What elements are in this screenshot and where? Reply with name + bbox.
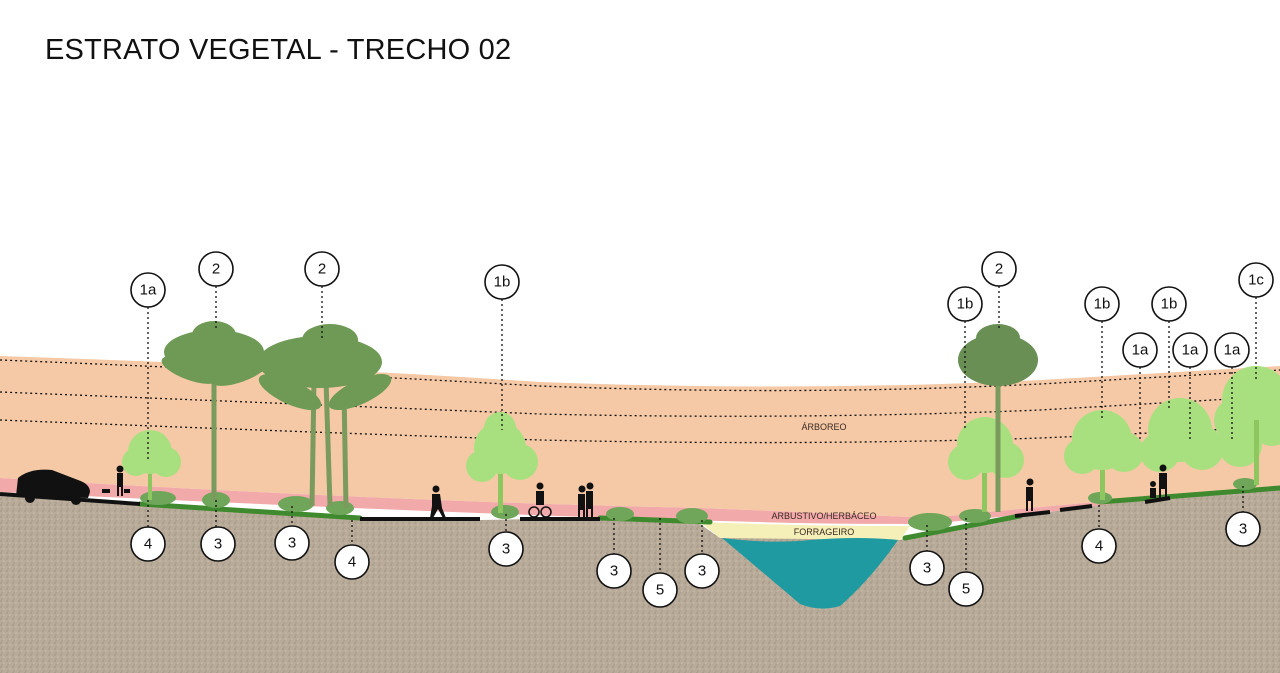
svg-text:4: 4	[144, 536, 152, 553]
label-arboreo: ÁRBOREO	[801, 422, 846, 432]
callout-tag-top: 2	[981, 251, 1017, 287]
callout-tag-top: 1b	[1084, 286, 1120, 322]
svg-text:1a: 1a	[1224, 342, 1241, 359]
svg-text:3: 3	[610, 563, 618, 580]
callout-tag-bottom: 3	[274, 525, 310, 561]
callout-tag-bottom: 3	[488, 531, 524, 567]
callout-tag-top: 1a	[1172, 332, 1208, 368]
svg-text:1c: 1c	[1248, 272, 1264, 289]
callout-tag-bottom: 5	[642, 572, 678, 608]
svg-text:5: 5	[962, 581, 970, 598]
svg-text:3: 3	[502, 541, 510, 558]
car-silhouette	[16, 469, 90, 505]
label-forrageiro: FORRAGEIRO	[794, 527, 855, 537]
callout-tag-top: 1b	[947, 286, 983, 322]
soil-ground	[0, 488, 1280, 673]
svg-text:1a: 1a	[1182, 342, 1199, 359]
forrageiro-zone	[700, 522, 910, 541]
callout-tag-top: 2	[304, 251, 340, 287]
svg-text:1b: 1b	[494, 274, 511, 291]
broadleaf-trees	[122, 366, 1280, 513]
callout-tag-top: 1c	[1238, 262, 1274, 298]
callout-tag-bottom: 3	[909, 550, 945, 586]
callout-tag-bottom: 4	[1081, 528, 1117, 564]
callout-tag-bottom: 3	[200, 526, 236, 562]
callout-tag-bottom: 3	[684, 553, 720, 589]
callout-tag-top: 1a	[130, 272, 166, 308]
svg-text:4: 4	[1095, 538, 1103, 555]
callout-tag-top: 1b	[484, 264, 520, 300]
top-tag-leaders	[147, 286, 1257, 462]
svg-text:1b: 1b	[1161, 296, 1178, 313]
svg-text:5: 5	[656, 582, 664, 599]
callout-tag-top: 1a	[1122, 332, 1158, 368]
svg-text:3: 3	[698, 563, 706, 580]
svg-text:1a: 1a	[1132, 342, 1149, 359]
svg-text:3: 3	[1239, 521, 1247, 538]
svg-text:3: 3	[288, 535, 296, 552]
diagram-title: ESTRATO VEGETAL - TRECHO 02	[45, 34, 512, 66]
bottom-tag-leaders	[147, 486, 1244, 573]
svg-text:3: 3	[923, 560, 931, 577]
svg-text:2: 2	[995, 261, 1003, 278]
callout-tag-bottom: 5	[948, 571, 984, 607]
svg-text:2: 2	[212, 261, 220, 278]
svg-text:1a: 1a	[140, 282, 157, 299]
callout-tag-bottom: 4	[334, 544, 370, 580]
callout-tag-bottom: 3	[1225, 511, 1261, 547]
people-silhouettes	[102, 464, 1167, 518]
callout-tag-bottom: 3	[596, 553, 632, 589]
label-arbustivo: ARBUSTIVO/HERBÁCEO	[771, 511, 876, 521]
callout-tag-top: 1b	[1151, 286, 1187, 322]
stream-water	[722, 538, 898, 609]
palm-trees	[161, 321, 1038, 512]
svg-text:1b: 1b	[1094, 296, 1111, 313]
arbustivo-zone	[0, 478, 1280, 524]
svg-text:2: 2	[318, 261, 326, 278]
callout-tag-bottom: 4	[130, 526, 166, 562]
svg-text:4: 4	[348, 554, 356, 571]
svg-text:3: 3	[214, 536, 222, 553]
svg-text:1b: 1b	[957, 296, 974, 313]
callout-tag-top: 1a	[1214, 332, 1250, 368]
callout-tag-top: 2	[198, 251, 234, 287]
